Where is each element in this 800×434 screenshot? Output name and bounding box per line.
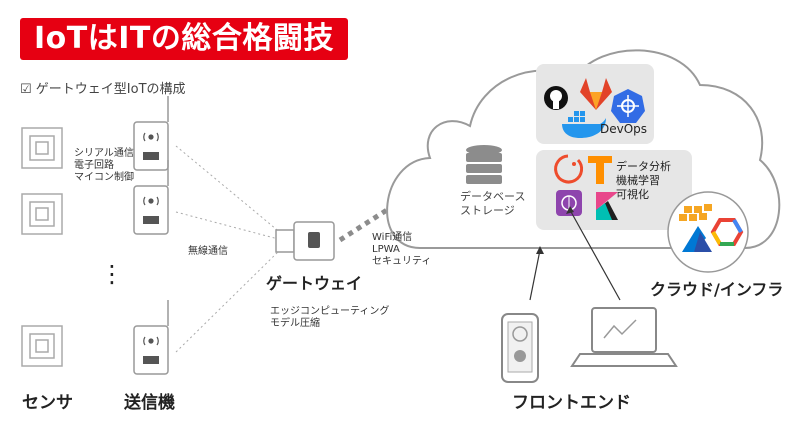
frontend-links: [529, 209, 621, 301]
gateway-label: ゲートウェイ: [266, 274, 363, 293]
ml-note: データ分析: [616, 160, 671, 173]
laptop-icon: [570, 307, 678, 367]
ml-note: 可視化: [616, 188, 649, 201]
azure-icon: [682, 226, 712, 252]
signal-marks: [143, 132, 159, 346]
ml-note: 機械学習: [616, 174, 660, 187]
usb-dongle-icon: [275, 221, 335, 261]
gitlab-icon: [580, 78, 612, 110]
gateway-notes: エッジコンピューティング モデル圧縮: [270, 306, 389, 330]
sensor-notes: シリアル通信 電子回路 マイコン制御: [74, 148, 134, 184]
diagram-subtitle: ☑ ゲートウェイ型IoTの構成: [20, 82, 186, 97]
tensorflow-icon: [588, 156, 612, 184]
db-notes: データベース ストレージ: [460, 190, 525, 218]
gateway-note: モデル圧縮: [270, 318, 320, 329]
github-icon: [544, 86, 568, 110]
cloud-provider-logos: [667, 191, 749, 273]
gateway-note: エッジコンピューティング: [270, 306, 390, 317]
sensor-label: センサ: [22, 393, 73, 413]
link-note: WiFi通信: [372, 232, 413, 243]
db-note: データベース: [460, 190, 526, 203]
smartphone-icon: [501, 313, 539, 383]
pytorch-icon: [554, 154, 584, 184]
transmitter-icon: [133, 96, 169, 375]
transmitter-label: 送信機: [124, 393, 175, 413]
frontend-label: フロントエンド: [512, 393, 631, 413]
aws-icon: [679, 204, 712, 221]
ml-notes: データ分析 機械学習 可視化: [616, 160, 671, 202]
page-title: IoTはITの総合格闘技: [20, 18, 348, 60]
db-note: ストレージ: [460, 204, 515, 217]
sensor-note: シリアル通信: [74, 148, 134, 159]
battery-marks: [143, 152, 159, 364]
link-note: LPWA: [372, 244, 400, 255]
gateway-link-notes: WiFi通信 LPWA セキュリティ: [372, 232, 431, 268]
gcp-icon: [710, 218, 744, 246]
kibana-icon: [596, 192, 618, 220]
sensor-note: マイコン制御: [74, 172, 134, 183]
kubernetes-icon: [611, 89, 645, 123]
devops-label: DevOps: [600, 122, 648, 136]
more-devices-ellipsis: ⋮: [100, 260, 124, 288]
wireless-label: 無線通信: [188, 246, 228, 257]
database-icon: [466, 145, 502, 184]
cloud-label: クラウド/インフラ: [650, 280, 784, 299]
link-note: セキュリティ: [372, 256, 432, 267]
sensor-chip-icon: [21, 127, 63, 367]
wireless-lines: [175, 145, 283, 353]
sensor-note: 電子回路: [74, 160, 114, 171]
docker-icon: [562, 111, 606, 138]
